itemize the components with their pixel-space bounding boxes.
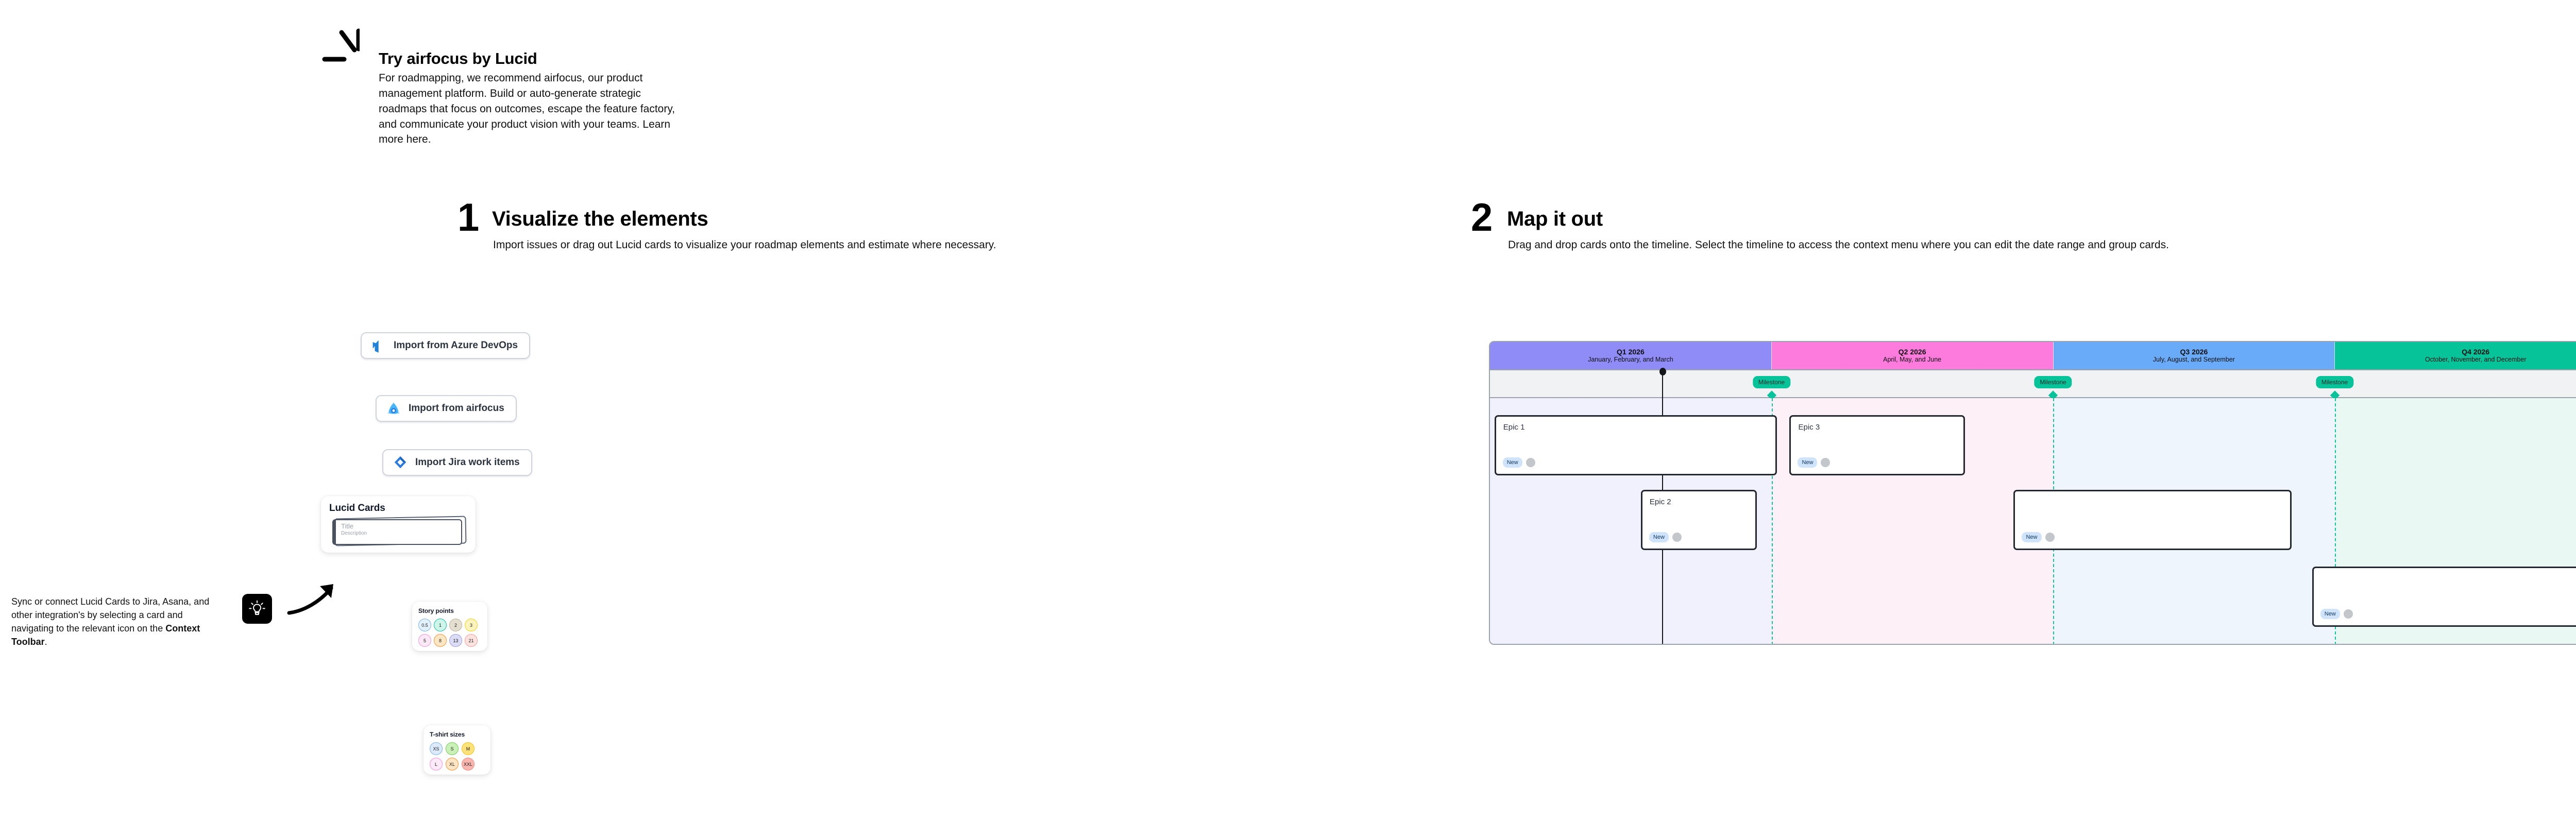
timeline-quarter-name: Q3 2026: [2180, 347, 2208, 356]
epic-card-meta: New: [2320, 609, 2353, 619]
timeline-epic-card[interactable]: Epic 3 New: [1789, 415, 1965, 475]
step-1-number: 1: [457, 196, 479, 240]
timeline-milestone-guide: [2334, 398, 2336, 644]
story-points-title: Story points: [418, 607, 454, 614]
timeline-milestone-row[interactable]: Milestone Milestone Milestone: [1490, 369, 2576, 400]
step-1-title: Visualize the elements: [492, 208, 708, 230]
import-airfocus-label: Import from airfocus: [409, 403, 504, 414]
story-point-chip[interactable]: 3: [465, 619, 478, 631]
tip-arrow-icon: [286, 581, 343, 625]
promo-title: Try airfocus by Lucid: [379, 49, 537, 67]
timeline-milestone-chip[interactable]: Milestone: [2034, 376, 2072, 388]
tshirt-sizes-title: T-shirt sizes: [430, 731, 465, 738]
epic-card-status-badge[interactable]: New: [2022, 532, 2042, 542]
epic-card-meta: New: [1649, 532, 1682, 542]
timeline-quarter-name: Q4 2026: [2462, 347, 2489, 356]
tip-block: Sync or connect Lucid Cards to Jira, Asa…: [11, 595, 217, 648]
timeline-milestone-guide: [1771, 398, 1773, 644]
jira-icon: [393, 455, 408, 470]
timeline-milestone-chip[interactable]: Milestone: [2315, 376, 2354, 388]
lightbulb-icon: [242, 594, 272, 624]
story-point-chip[interactable]: 13: [449, 634, 462, 647]
tshirt-size-chip[interactable]: XS: [430, 742, 443, 755]
step-2-title: Map it out: [1507, 208, 1603, 230]
azure-devops-icon: [371, 338, 386, 353]
step-1-description: Import issues or drag out Lucid cards to…: [493, 239, 996, 251]
epic-card-status-badge[interactable]: New: [1502, 457, 1522, 468]
step-2-number: 2: [1471, 196, 1493, 240]
epic-card-status-badge[interactable]: New: [2320, 609, 2340, 619]
lucid-card-description: Description: [341, 530, 367, 536]
timeline-epic-card[interactable]: Epic 2 New: [1640, 490, 1757, 550]
timeline-quarter-months: April, May, and June: [1883, 355, 1942, 363]
epic-card-meta: New: [2022, 532, 2055, 542]
tshirt-size-chip[interactable]: S: [446, 742, 459, 755]
step-2-description: Drag and drop cards onto the timeline. S…: [1508, 239, 2169, 251]
timeline-milestone-chip[interactable]: Milestone: [1752, 376, 1791, 388]
epic-card-avatar[interactable]: [1526, 458, 1535, 467]
epic-card-meta: New: [1502, 457, 1535, 468]
story-point-chip[interactable]: 0.5: [418, 619, 431, 631]
lucid-card-front[interactable]: Title Description: [332, 519, 462, 545]
lucid-card-stack[interactable]: Title Description: [329, 516, 467, 548]
import-jira-button[interactable]: Import Jira work items: [382, 449, 532, 476]
timeline-epic-card[interactable]: New: [2312, 567, 2576, 627]
lucid-spark-logo-icon: [313, 28, 361, 75]
promo-description: For roadmapping, we recommend airfocus, …: [379, 72, 675, 146]
story-point-chip[interactable]: 2: [449, 619, 462, 631]
timeline-epic-card[interactable]: New: [2013, 490, 2292, 550]
airfocus-icon: [386, 401, 401, 416]
epic-card-avatar[interactable]: [2045, 533, 2055, 542]
tshirt-size-chip[interactable]: L: [430, 758, 443, 771]
epic-card-avatar[interactable]: [2343, 609, 2353, 619]
story-point-chip[interactable]: 8: [434, 634, 447, 647]
import-azure-devops-button[interactable]: Import from Azure DevOps: [361, 332, 531, 359]
timeline-epic-card[interactable]: Epic 1 New: [1494, 415, 1777, 475]
epic-card-status-badge[interactable]: New: [1649, 532, 1669, 542]
timeline-quarter-name: Q2 2026: [1898, 347, 1926, 356]
epic-card-status-badge[interactable]: New: [1798, 457, 1818, 468]
promo-block: Try airfocus by Lucid For roadmapping, w…: [309, 28, 680, 147]
epic-card-title: Epic 1: [1503, 423, 1525, 432]
tshirt-size-chip[interactable]: XL: [446, 758, 459, 771]
story-point-chip[interactable]: 1: [434, 619, 447, 631]
import-airfocus-button[interactable]: Import from airfocus: [376, 395, 517, 422]
timeline-quarter-name: Q1 2026: [1617, 347, 1645, 356]
lucid-cards-panel: Lucid Cards Title Description: [321, 496, 476, 553]
timeline-quarter-months: January, February, and March: [1588, 355, 1673, 363]
tip-text: Sync or connect Lucid Cards to Jira, Asa…: [11, 596, 210, 647]
import-azure-devops-label: Import from Azure DevOps: [394, 340, 518, 351]
timeline-quarter-months: July, August, and September: [2153, 355, 2235, 363]
epic-card-title: Epic 3: [1798, 423, 1820, 432]
import-jira-label: Import Jira work items: [415, 457, 520, 468]
lucid-cards-panel-title: Lucid Cards: [329, 503, 385, 514]
epic-card-title: Epic 2: [1649, 498, 1671, 506]
tshirt-size-chip[interactable]: M: [462, 742, 474, 755]
epic-card-meta: New: [1798, 457, 1831, 468]
story-point-chip[interactable]: 21: [465, 634, 478, 647]
epic-card-avatar[interactable]: [1672, 533, 1682, 542]
tshirt-size-chip[interactable]: XXL: [462, 758, 474, 771]
epic-card-avatar[interactable]: [1821, 458, 1831, 467]
story-point-chip[interactable]: 5: [418, 634, 431, 647]
timeline-quarter-months: October, November, and December: [2425, 355, 2527, 363]
lucid-card-title: Title: [341, 522, 354, 530]
